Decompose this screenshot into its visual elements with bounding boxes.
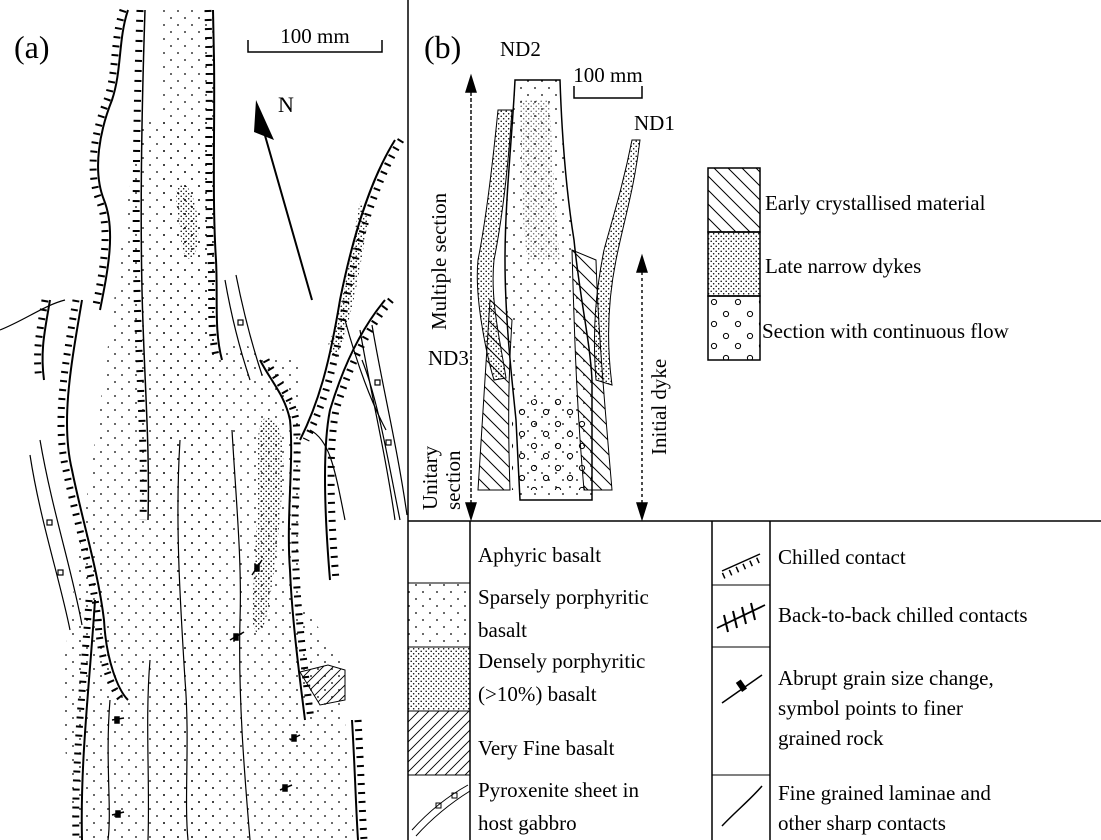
scale-label-b: 100 mm (573, 63, 642, 87)
legend-dense: Densely porphyritic(>10%) basalt (478, 649, 645, 706)
north-label: N (278, 92, 294, 117)
scale-bar-b: 100 mm (573, 63, 642, 98)
scale-label-a: 100 mm (280, 24, 349, 48)
inset-swatch-flow (708, 296, 760, 360)
panel-a-map: N 100 mm (a) (0, 10, 407, 840)
nd2-label: ND2 (500, 37, 541, 61)
inset-legend-early: Early crystallised material (765, 191, 986, 215)
inset-legend-late: Late narrow dykes (765, 254, 921, 278)
initial-dyke-label: Initial dyke (647, 359, 671, 455)
legend-very-fine: Very Fine basalt (478, 736, 615, 760)
legend-right-text: Chilled contact Back-to-back chilled con… (778, 545, 1028, 835)
legend-right-swatches (712, 554, 770, 826)
back-to-back-symbol (717, 603, 765, 632)
sharp-contact-symbol (722, 786, 762, 826)
swatch-very-fine (408, 711, 470, 775)
chilled-contact-symbol (722, 554, 761, 576)
unitary-section-label-2: section (441, 450, 465, 510)
panel-b-sketch: (b) ND2 ND1 ND3 100 mm Multiple section (418, 29, 1010, 519)
nd3-label: ND3 (428, 346, 469, 370)
continuous-flow-zone (512, 396, 592, 490)
inset-legend: Early crystallised material Late narrow … (708, 168, 1010, 360)
panel-a-label: (a) (14, 29, 50, 65)
inset-swatch-early (708, 168, 760, 232)
legend-chilled: Chilled contact (778, 545, 906, 569)
inset-swatch-late (708, 232, 760, 296)
late-narrow-dyke-right (594, 140, 640, 385)
swatch-pyroxenite (412, 785, 470, 836)
multiple-section-label: Multiple section (427, 192, 451, 330)
inset-legend-flow: Section with continuous flow (762, 319, 1010, 343)
panel-b-label: (b) (424, 29, 461, 65)
scale-bar-a: 100 mm (248, 24, 382, 52)
nd1-label: ND1 (634, 111, 675, 135)
swatch-dense (408, 647, 470, 711)
swatch-sparse (408, 583, 470, 647)
central-sparse-band (158, 10, 218, 840)
legend-aphyric: Aphyric basalt (478, 543, 601, 567)
legend-left-swatches (408, 583, 470, 836)
grain-size-change-symbol (722, 675, 762, 703)
legend-back-to-back: Back-to-back chilled contacts (778, 603, 1028, 627)
north-arrow: N (254, 92, 312, 300)
legend-grain-size: Abrupt grain size change,symbol points t… (778, 666, 994, 750)
unitary-section-label-1: Unitary (418, 445, 442, 510)
